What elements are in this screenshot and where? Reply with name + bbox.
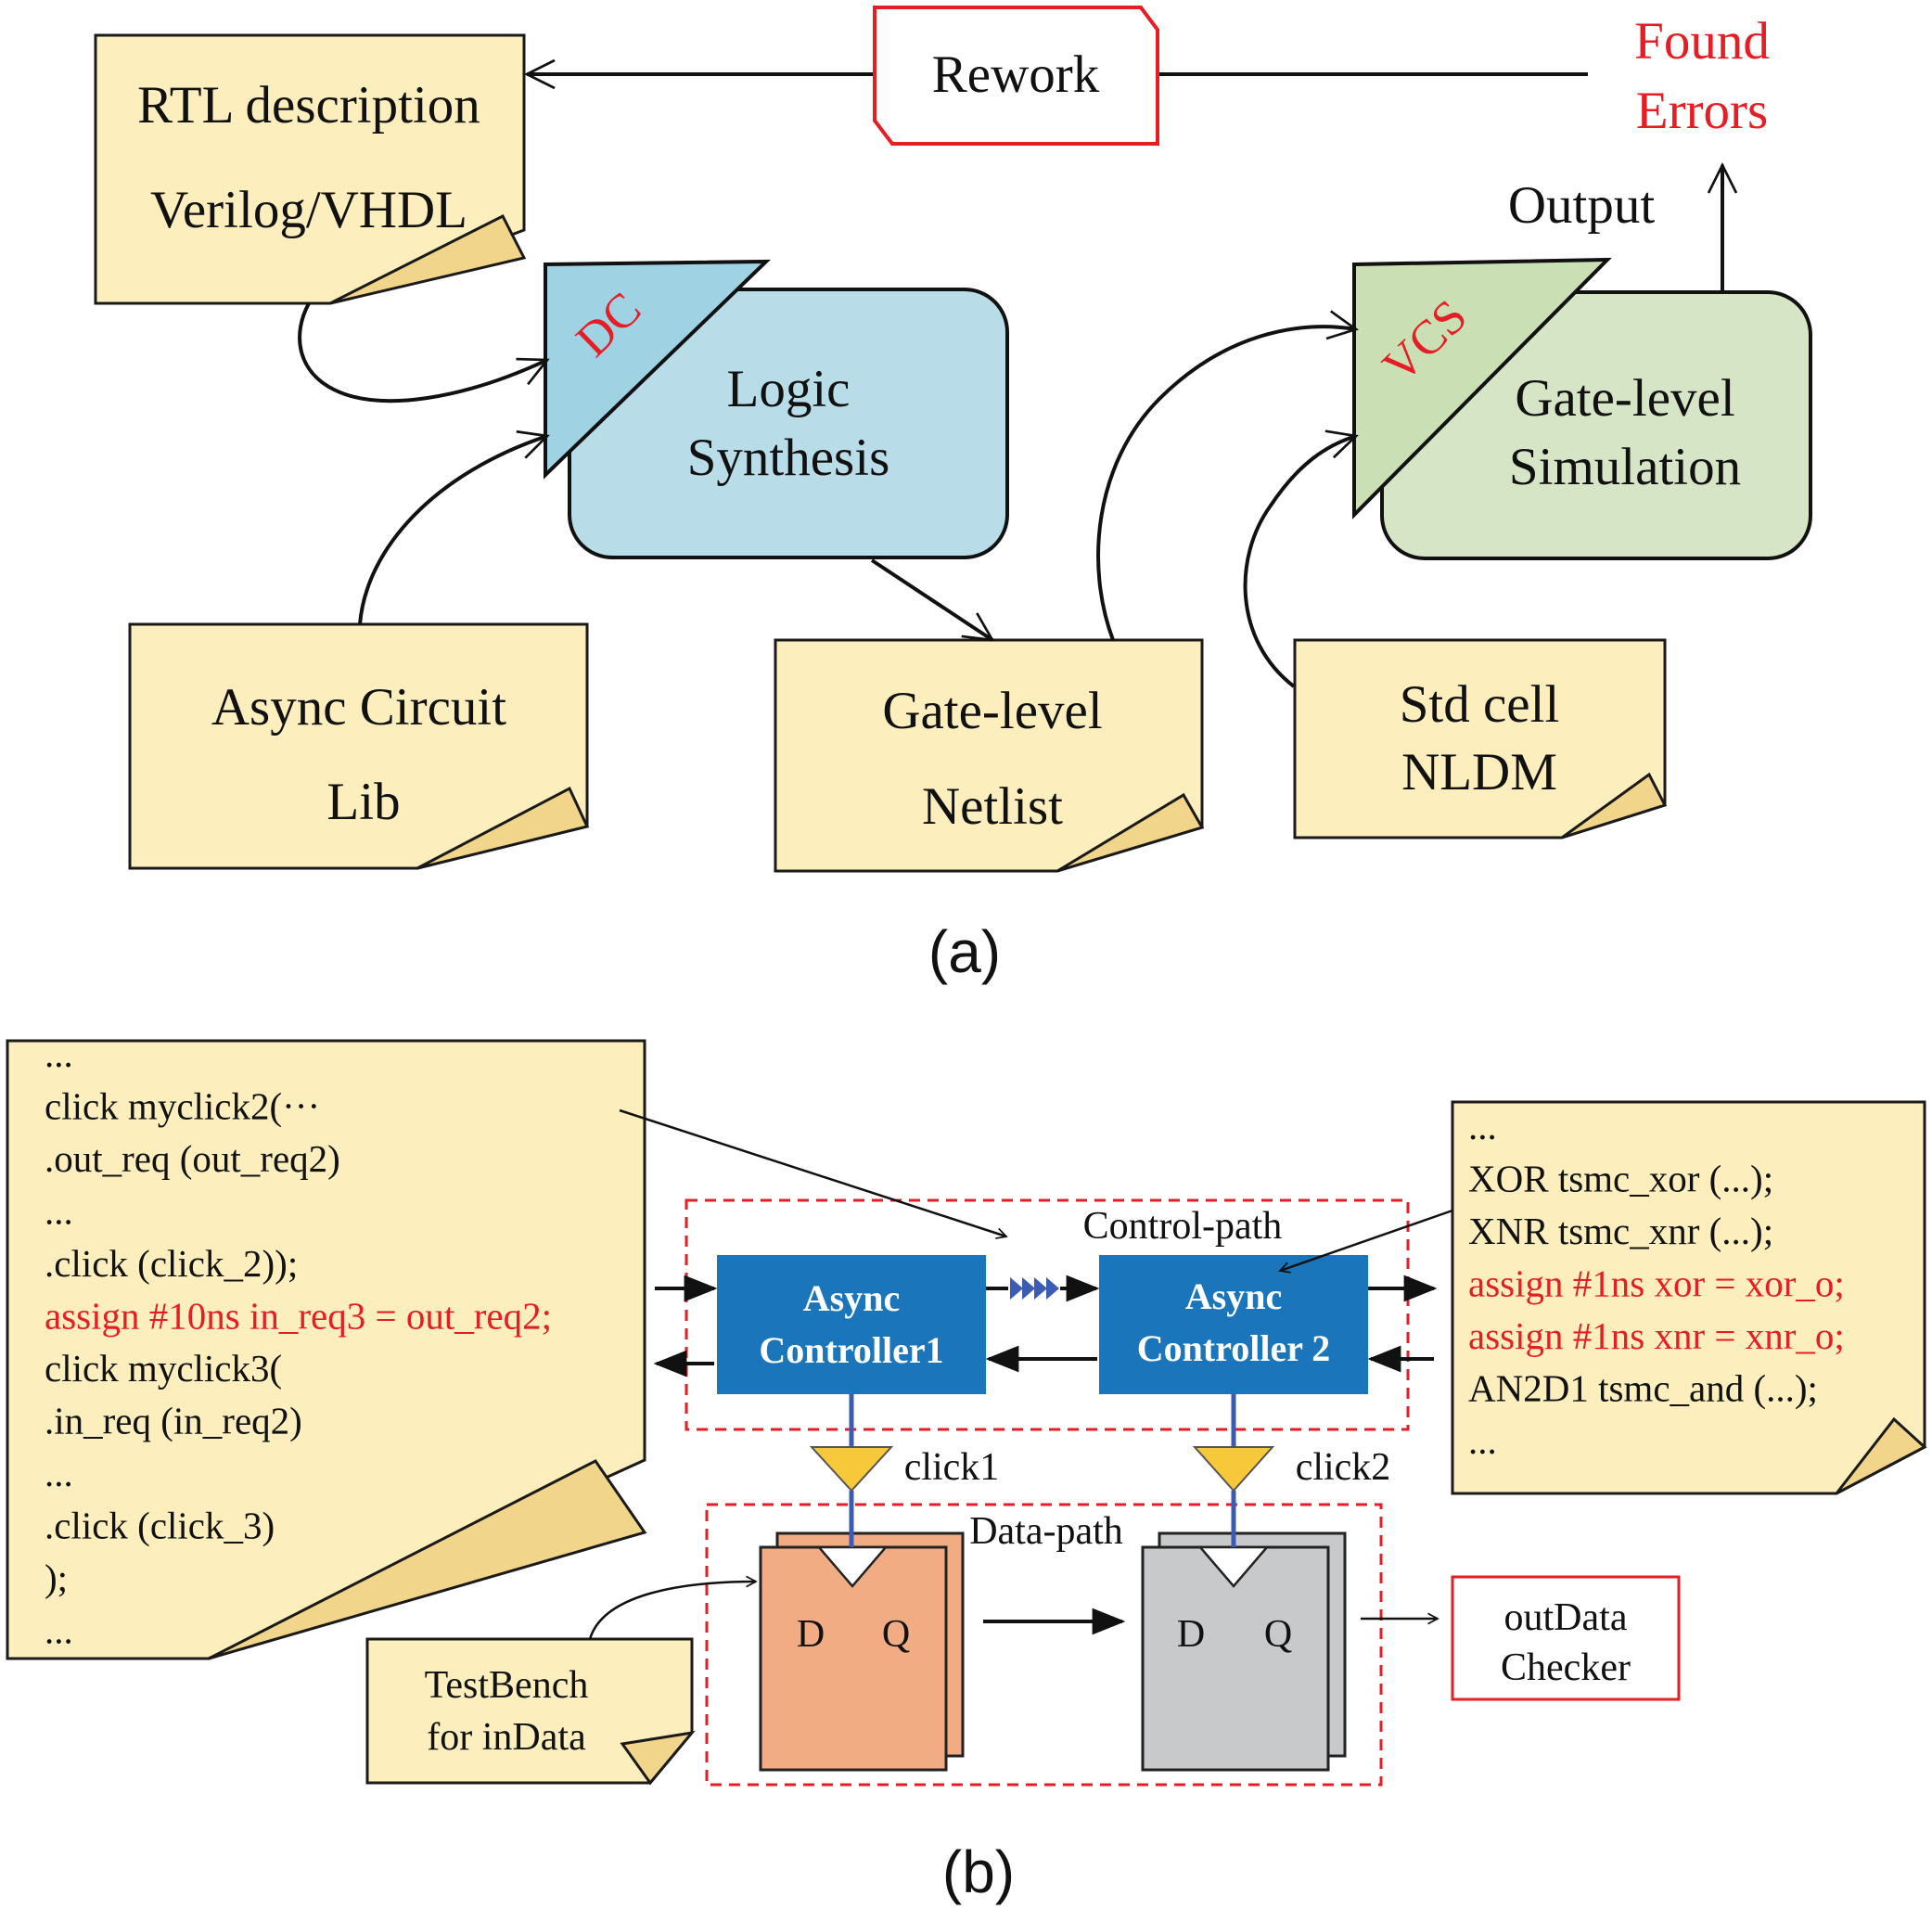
caption-a: (a) — [928, 918, 1001, 985]
controller1-line1: Async — [803, 1277, 900, 1319]
netlist-line2: Netlist — [922, 777, 1063, 836]
logic-synthesis-block: DC Logic Synthesis — [544, 259, 1009, 559]
code-line: AN2D1 tsmc_and (...); — [1468, 1367, 1818, 1410]
found-errors-line2: Errors — [1636, 82, 1768, 140]
testbench-note: TestBench for inData — [365, 1637, 696, 1786]
stdcell-to-simulation-arrow — [1243, 429, 1359, 688]
controller1-line2: Controller1 — [759, 1329, 943, 1371]
caption-b: (b) — [942, 1839, 1015, 1905]
flip-flop-1: D Q — [759, 1512, 965, 1772]
ff2-d-label: D — [1177, 1613, 1205, 1656]
control-path-label: Control-path — [1083, 1205, 1283, 1248]
code-line: ... — [45, 1032, 73, 1075]
stdcell-line2: NLDM — [1401, 743, 1557, 801]
rtl-line1: RTL description — [137, 76, 480, 135]
panel-a: RTL description Verilog/VHDL Rework Foun… — [94, 6, 1812, 985]
code-line: ... — [1468, 1105, 1497, 1147]
code-line: XNR tsmc_xnr (...); — [1468, 1210, 1773, 1252]
synthesis-to-netlist-arrow — [870, 558, 995, 642]
code-line: XOR tsmc_xor (...); — [1468, 1158, 1773, 1200]
stdcell-line1: Std cell — [1400, 675, 1560, 734]
controller2-line2: Controller 2 — [1137, 1327, 1331, 1369]
outdata-checker-box: outData Checker — [1451, 1575, 1681, 1701]
click2-label: click2 — [1296, 1446, 1391, 1489]
code-line: ... — [45, 1190, 73, 1233]
simulation-line2: Simulation — [1509, 438, 1741, 496]
code-line: ... — [45, 1609, 73, 1652]
ff2-q-label: Q — [1264, 1613, 1292, 1656]
right-code-lines: ... XOR tsmc_xor (...); XNR tsmc_xnr (...)… — [1468, 1105, 1845, 1462]
ff1-q-label: Q — [882, 1613, 910, 1656]
right-code-note: ... XOR tsmc_xor (...); XNR tsmc_xnr (...)… — [1451, 1100, 1927, 1495]
found-errors-line1: Found — [1634, 12, 1770, 70]
left-code-pointer-arrow — [619, 1108, 1008, 1239]
rtl-to-synthesis-arrow — [298, 302, 550, 404]
async-circuit-lib-note: Async Circuit Lib — [128, 622, 590, 870]
right-code-pointer-arrow — [1278, 1209, 1453, 1274]
rework-box: Rework — [873, 6, 1159, 146]
flip-flop-2: D Q — [1141, 1512, 1347, 1772]
synthesis-line1: Logic — [727, 360, 851, 418]
left-code-note: ... click myclick2(··· .out_req (out_req2)… — [6, 1032, 647, 1660]
code-line: .out_req (out_req2) — [45, 1137, 340, 1180]
code-line: ); — [45, 1557, 68, 1599]
code-line: .click (click_3) — [45, 1505, 275, 1547]
simulation-line1: Gate-level — [1515, 369, 1734, 428]
code-line: click myclick3( — [45, 1347, 282, 1390]
data-path-label: Data-path — [969, 1510, 1123, 1553]
delay-chain-icon — [1010, 1277, 1059, 1300]
left-code-lines: ... click myclick2(··· .out_req (out_req2)… — [45, 1032, 552, 1652]
code-line: ... — [1468, 1419, 1497, 1462]
code-line: assign #1ns xor = xor_o; — [1468, 1262, 1845, 1305]
rework-label: Rework — [932, 45, 1100, 104]
async-lib-line2: Lib — [326, 773, 400, 831]
control-path-boundary — [685, 1198, 1410, 1431]
checker-line1: outData — [1504, 1596, 1628, 1639]
output-label: Output — [1508, 176, 1656, 235]
netlist-line1: Gate-level — [882, 682, 1102, 740]
click1-label: click1 — [904, 1446, 1000, 1489]
code-line: .click (click_2)); — [45, 1242, 298, 1285]
panel-b: ... click myclick2(··· .out_req (out_req2)… — [6, 1032, 1927, 1905]
code-line: .in_req (in_req2) — [45, 1400, 302, 1442]
code-line: assign #10ns in_req3 = out_req2; — [45, 1295, 552, 1338]
async-controller-2: Async Controller 2 — [1099, 1255, 1368, 1394]
data-path-boundary — [705, 1503, 1383, 1787]
rtl-line2: Verilog/VHDL — [150, 181, 467, 239]
code-line: assign #1ns xnr = xnr_o; — [1468, 1314, 1845, 1357]
checker-line2: Checker — [1501, 1646, 1631, 1689]
testbench-line2: for inData — [427, 1716, 586, 1759]
gate-level-simulation-block: VCS Gate-level Simulation — [1352, 257, 1812, 560]
gate-level-netlist-note: Gate-level Netlist — [774, 638, 1205, 873]
click1-buffer-icon — [809, 1446, 894, 1493]
ff1-d-label: D — [797, 1613, 825, 1656]
click2-buffer-icon — [1192, 1446, 1275, 1493]
lib-to-synthesis-arrow — [358, 429, 550, 625]
controller2-line1: Async — [1185, 1275, 1282, 1317]
std-cell-nldm-note: Std cell NLDM — [1293, 638, 1668, 839]
async-lib-line1: Async Circuit — [211, 678, 506, 737]
testbench-line1: TestBench — [425, 1664, 589, 1707]
netlist-to-simulation-arrow — [1096, 310, 1359, 641]
synthesis-line2: Synthesis — [687, 429, 890, 487]
rtl-description-note: RTL description Verilog/VHDL — [94, 33, 527, 305]
code-line: ... — [45, 1452, 73, 1494]
testbench-to-ff1-arrow — [588, 1575, 758, 1640]
code-line: click myclick2(··· — [45, 1085, 320, 1128]
async-controller-1: Async Controller1 — [717, 1255, 986, 1394]
